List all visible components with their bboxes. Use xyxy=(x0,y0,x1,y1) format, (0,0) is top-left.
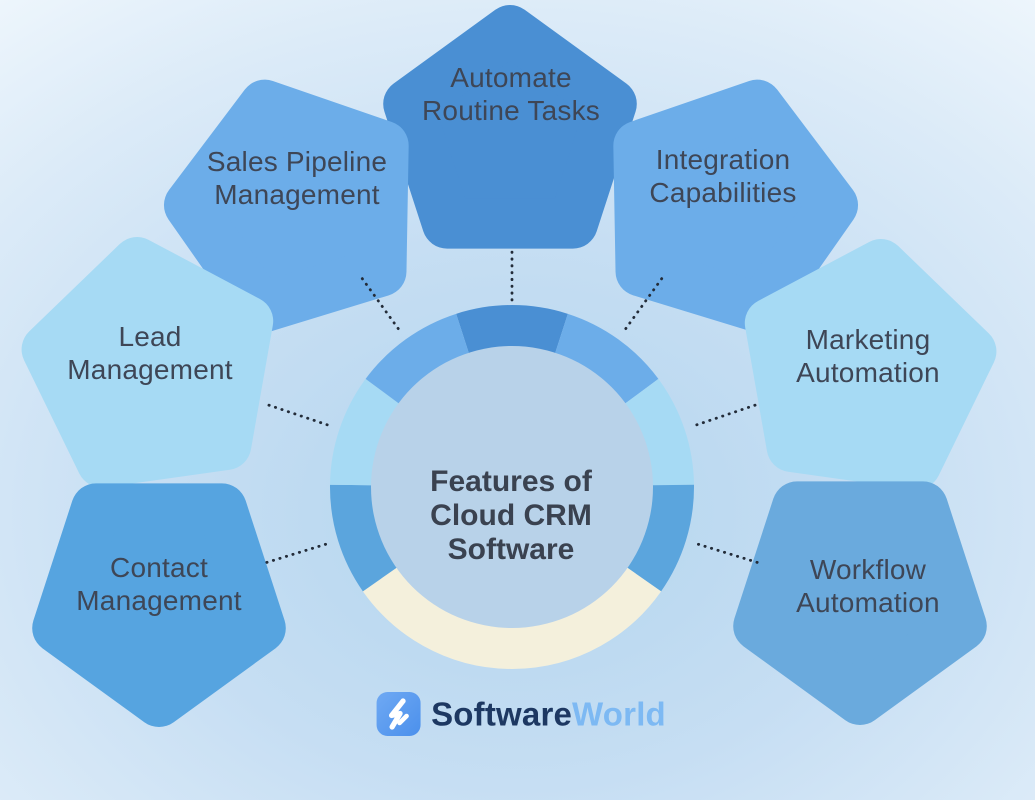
brand-name-software: Software xyxy=(431,695,573,732)
feature-label-sales-pipeline-management: Sales Pipeline Management xyxy=(207,145,387,211)
ring-segment-lead xyxy=(330,378,400,486)
feature-label-line: Lead xyxy=(118,320,182,352)
pentagon-sales-pipeline-management xyxy=(163,79,409,334)
ring-segment-marketing xyxy=(624,378,694,486)
feature-pentagons xyxy=(21,5,997,727)
connector-marketing xyxy=(695,401,762,427)
feature-label-lead-management: Lead Management xyxy=(67,320,232,386)
lightning-icon xyxy=(388,698,409,730)
feature-label-automate-routine-tasks: Automate Routine Tasks xyxy=(422,61,600,127)
feature-label-contact-management: Contact Management xyxy=(76,551,241,617)
diagram-title-line: Software xyxy=(447,532,575,566)
ring-segment-sales xyxy=(365,313,470,405)
connector-integration xyxy=(624,272,667,331)
pentagon-lead-management xyxy=(21,237,274,488)
diagram-title: Features of Cloud CRM Software xyxy=(430,465,592,567)
ring-segment-contact xyxy=(330,484,398,592)
feature-label-workflow-automation: Workflow Automation xyxy=(796,553,940,619)
feature-label-integration-capabilities: Integration Capabilities xyxy=(649,143,796,209)
feature-label-line: Sales Pipeline xyxy=(206,145,388,177)
feature-label-marketing-automation: Marketing Automation xyxy=(796,323,940,389)
feature-label-line: Contact xyxy=(110,551,208,583)
feature-label-line: Automate xyxy=(450,61,572,93)
feature-label-line: Integration xyxy=(655,143,791,175)
pentagon-automate-routine-tasks xyxy=(383,5,637,249)
feature-label-line: Automation xyxy=(796,587,940,618)
connector-lead xyxy=(262,401,329,427)
connector-contact xyxy=(260,542,328,566)
diagram-title-line: Features of xyxy=(430,465,592,499)
center-circle xyxy=(371,346,653,628)
feature-label-line: Workflow xyxy=(809,553,927,585)
feature-label-line: Management xyxy=(67,354,233,385)
pentagon-contact-management xyxy=(32,483,286,727)
brand-name-world: World xyxy=(572,695,666,732)
ring-segment-bottom xyxy=(362,566,662,669)
ring-segment-automate xyxy=(456,305,568,354)
diagram-title-line: Cloud CRM xyxy=(430,499,592,533)
ring-segment-integration xyxy=(554,313,659,405)
feature-label-line: Management xyxy=(76,585,242,616)
feature-ring xyxy=(330,305,694,669)
feature-label-line: Marketing xyxy=(805,323,931,355)
connector-workflow xyxy=(697,542,764,566)
feature-label-line: Routine Tasks xyxy=(422,95,600,126)
feature-label-line: Automation xyxy=(796,357,940,388)
pentagon-marketing-automation xyxy=(744,239,997,490)
pentagon-workflow-automation xyxy=(733,481,987,725)
feature-label-line: Management xyxy=(214,179,380,210)
feature-label-line: Capabilities xyxy=(649,177,797,208)
connector-lines xyxy=(260,245,764,566)
brand-name: SoftwareWorld xyxy=(431,695,666,733)
ring-segment-workflow xyxy=(626,484,694,592)
connector-sales xyxy=(357,272,400,331)
brand-logo: SoftwareWorld xyxy=(376,692,666,737)
brand-logo-icon xyxy=(376,692,421,736)
pentagon-integration-capabilities xyxy=(613,79,859,334)
